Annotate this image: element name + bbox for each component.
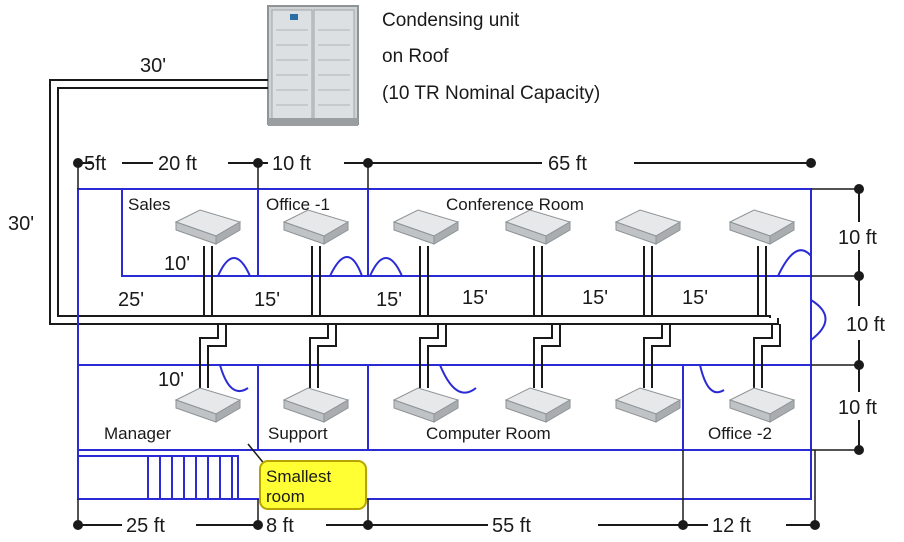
top-dimension-line [73,158,816,189]
dimension-right-3: 10 ft [838,397,877,419]
pipe-length-header-2: 15' [254,289,280,311]
dimension-top-4: 65 ft [548,153,587,175]
dimension-bottom-4: 12 ft [712,515,751,537]
dimension-top-1: 5ft [84,153,107,175]
dimension-bottom-1: 25 ft [126,515,165,537]
pipe-length-header-6: 15' [682,287,708,309]
cassette-unit-icon [174,209,242,245]
dimension-top-2: 20 ft [158,153,197,175]
callout-text-2: room [266,487,305,506]
cassette-unit-icon [504,387,572,423]
callout-text-1: Smallest [266,467,331,486]
cassette-unit-icon [614,209,682,245]
pipe-length-header-5: 15' [582,287,608,309]
room-label-conference: Conference Room [446,195,584,214]
cassette-unit-icon [392,209,460,245]
dimension-bottom-2: 8 ft [266,515,294,537]
condensing-unit-icon [267,5,359,126]
cassette-unit-icon [282,387,350,423]
cassette-unit-icon [282,209,350,245]
room-label-manager: Manager [104,424,171,443]
dimension-bottom-3: 55 ft [492,515,531,537]
dimension-right-1: 10 ft [838,227,877,249]
room-label-support: Support [268,424,328,443]
door-swings [217,249,827,394]
cassette-unit-icon [392,387,460,423]
pipe-length-top: 30' [140,55,166,77]
branch-pipes [199,246,781,388]
cassette-unit-icon [504,209,572,245]
condensing-unit-label-1: Condensing unit [382,10,520,31]
refrigerant-main-pipe [49,79,779,325]
cassette-unit-icon [728,209,796,245]
pipe-length-left-riser: 30' [8,213,34,235]
room-label-office-1: Office -1 [266,195,330,214]
pipe-length-branch-lower: 10' [158,369,184,391]
pipe-length-header-1: 25' [118,289,144,311]
condensing-unit-label-2: on Roof [382,46,449,67]
condensing-unit-label-3: (10 TR Nominal Capacity) [382,83,600,104]
pipe-length-header-3: 15' [376,289,402,311]
right-dimension-line [811,184,864,455]
smallest-room-callout [259,460,367,510]
pipe-length-header-4: 15' [462,287,488,309]
room-label-sales: Sales [128,195,171,214]
bottom-dimension-line [73,450,820,530]
pipe-length-branch-upper: 10' [164,253,190,275]
room-label-office-2: Office -2 [708,424,772,443]
room-label-computer: Computer Room [426,424,551,443]
stairs [77,455,239,500]
indoor-units [174,209,796,423]
dimension-top-3: 10 ft [272,153,311,175]
cassette-unit-icon [614,387,682,423]
cassette-unit-icon [728,387,796,423]
dimension-right-2: 10 ft [846,314,885,336]
cassette-unit-icon [174,387,242,423]
